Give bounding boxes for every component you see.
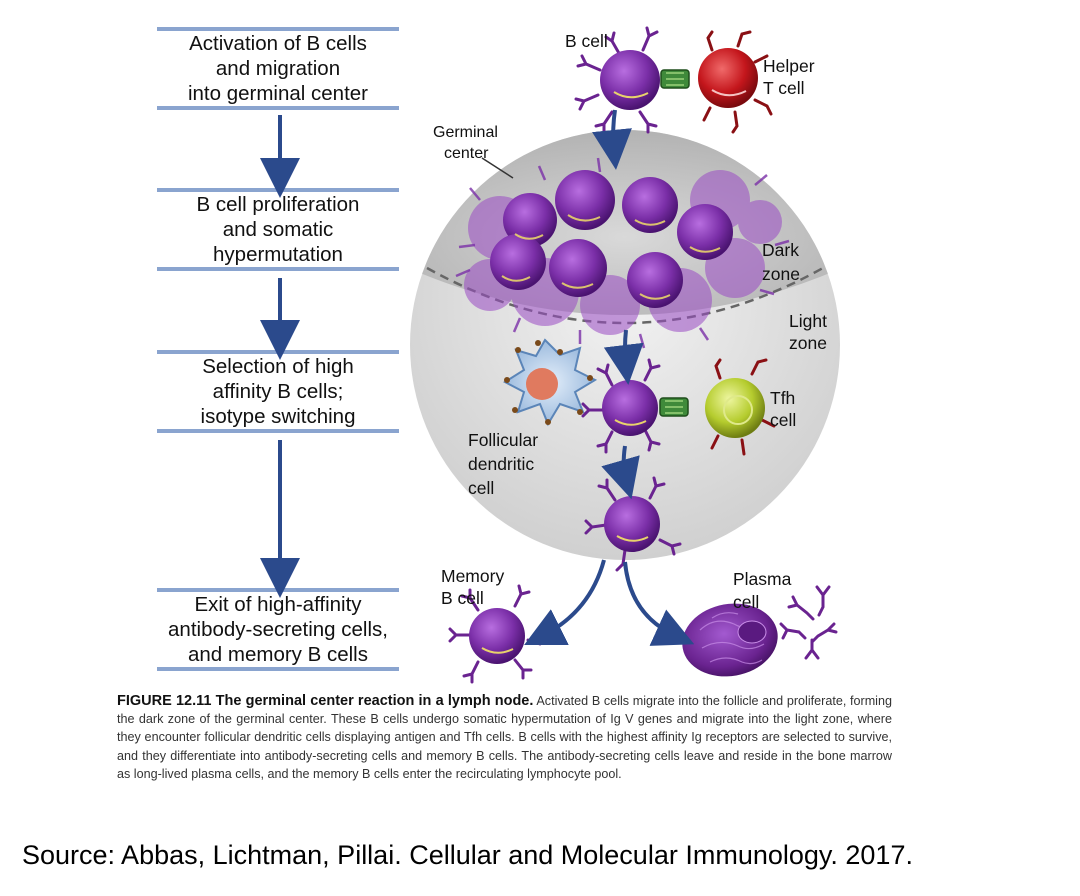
arrow-to-plasma [623, 561, 695, 646]
label-germinal-2: center [444, 145, 489, 162]
label-memory-1: Memory [441, 566, 504, 586]
tcr-bcr-synapse-top [660, 69, 690, 89]
figure-caption: FIGURE 12.11 The germinal center reactio… [117, 692, 892, 783]
plasma-cell [682, 603, 778, 677]
dark-zone-b-cell [490, 170, 733, 308]
antibodies [779, 585, 838, 660]
caption-body: Activated B cells migrate into the folli… [117, 694, 892, 781]
arrow-to-germinal-center [592, 109, 632, 170]
label-plasma-2: cell [733, 592, 759, 612]
label-germinal-1: Germinal [433, 124, 498, 141]
arrow-to-memory [524, 559, 606, 645]
memory-b-cell [448, 584, 542, 684]
label-helper-t-1: Helper [763, 56, 815, 76]
source-citation: Source: Abbas, Lichtman, Pillai. Cellula… [22, 840, 913, 870]
follicular-dendritic-cell [503, 338, 598, 427]
arrow-dark-to-light [603, 329, 644, 385]
label-fdc-1: Follicular [468, 430, 538, 450]
label-b-cell: B cell [565, 31, 608, 51]
label-dark-1: Dark [762, 240, 799, 260]
tcr-bcr-synapse-light [659, 397, 689, 417]
caption-title: FIGURE 12.11 The germinal center reactio… [117, 693, 534, 709]
label-light-2: zone [789, 333, 827, 353]
label-tfh-2: cell [770, 410, 796, 430]
diagram-labels: B cell Helper T cell Germinal center Dar… [433, 31, 827, 612]
germinal-center-diagram: B cell Helper T cell Germinal center Dar… [260, 26, 840, 684]
label-dark-2: zone [762, 264, 800, 284]
b-cell-top [574, 26, 660, 134]
flow-step-activation: Activation of B cells and migration into… [157, 27, 399, 110]
flow-step-selection: Selection of high affinity B cells; isot… [157, 350, 399, 433]
selected-b-cell [581, 358, 661, 454]
label-fdc-2: dendritic [468, 454, 534, 474]
label-light-1: Light [789, 311, 827, 331]
germinal-center-pointer [481, 157, 514, 179]
label-fdc-3: cell [468, 478, 494, 498]
label-tfh-1: Tfh [770, 388, 795, 408]
label-helper-t-2: T cell [763, 78, 805, 98]
arrow-light-to-exit [601, 445, 640, 500]
label-plasma-1: Plasma [733, 569, 792, 589]
diagram-arrows [524, 109, 695, 646]
flow-step-exit: Exit of high-affinity antibody-secreting… [157, 588, 399, 671]
proliferating-b-cells [455, 157, 790, 349]
tfh-cell [705, 358, 776, 456]
helper-t-cell [698, 30, 773, 134]
label-memory-2: B cell [441, 588, 484, 608]
